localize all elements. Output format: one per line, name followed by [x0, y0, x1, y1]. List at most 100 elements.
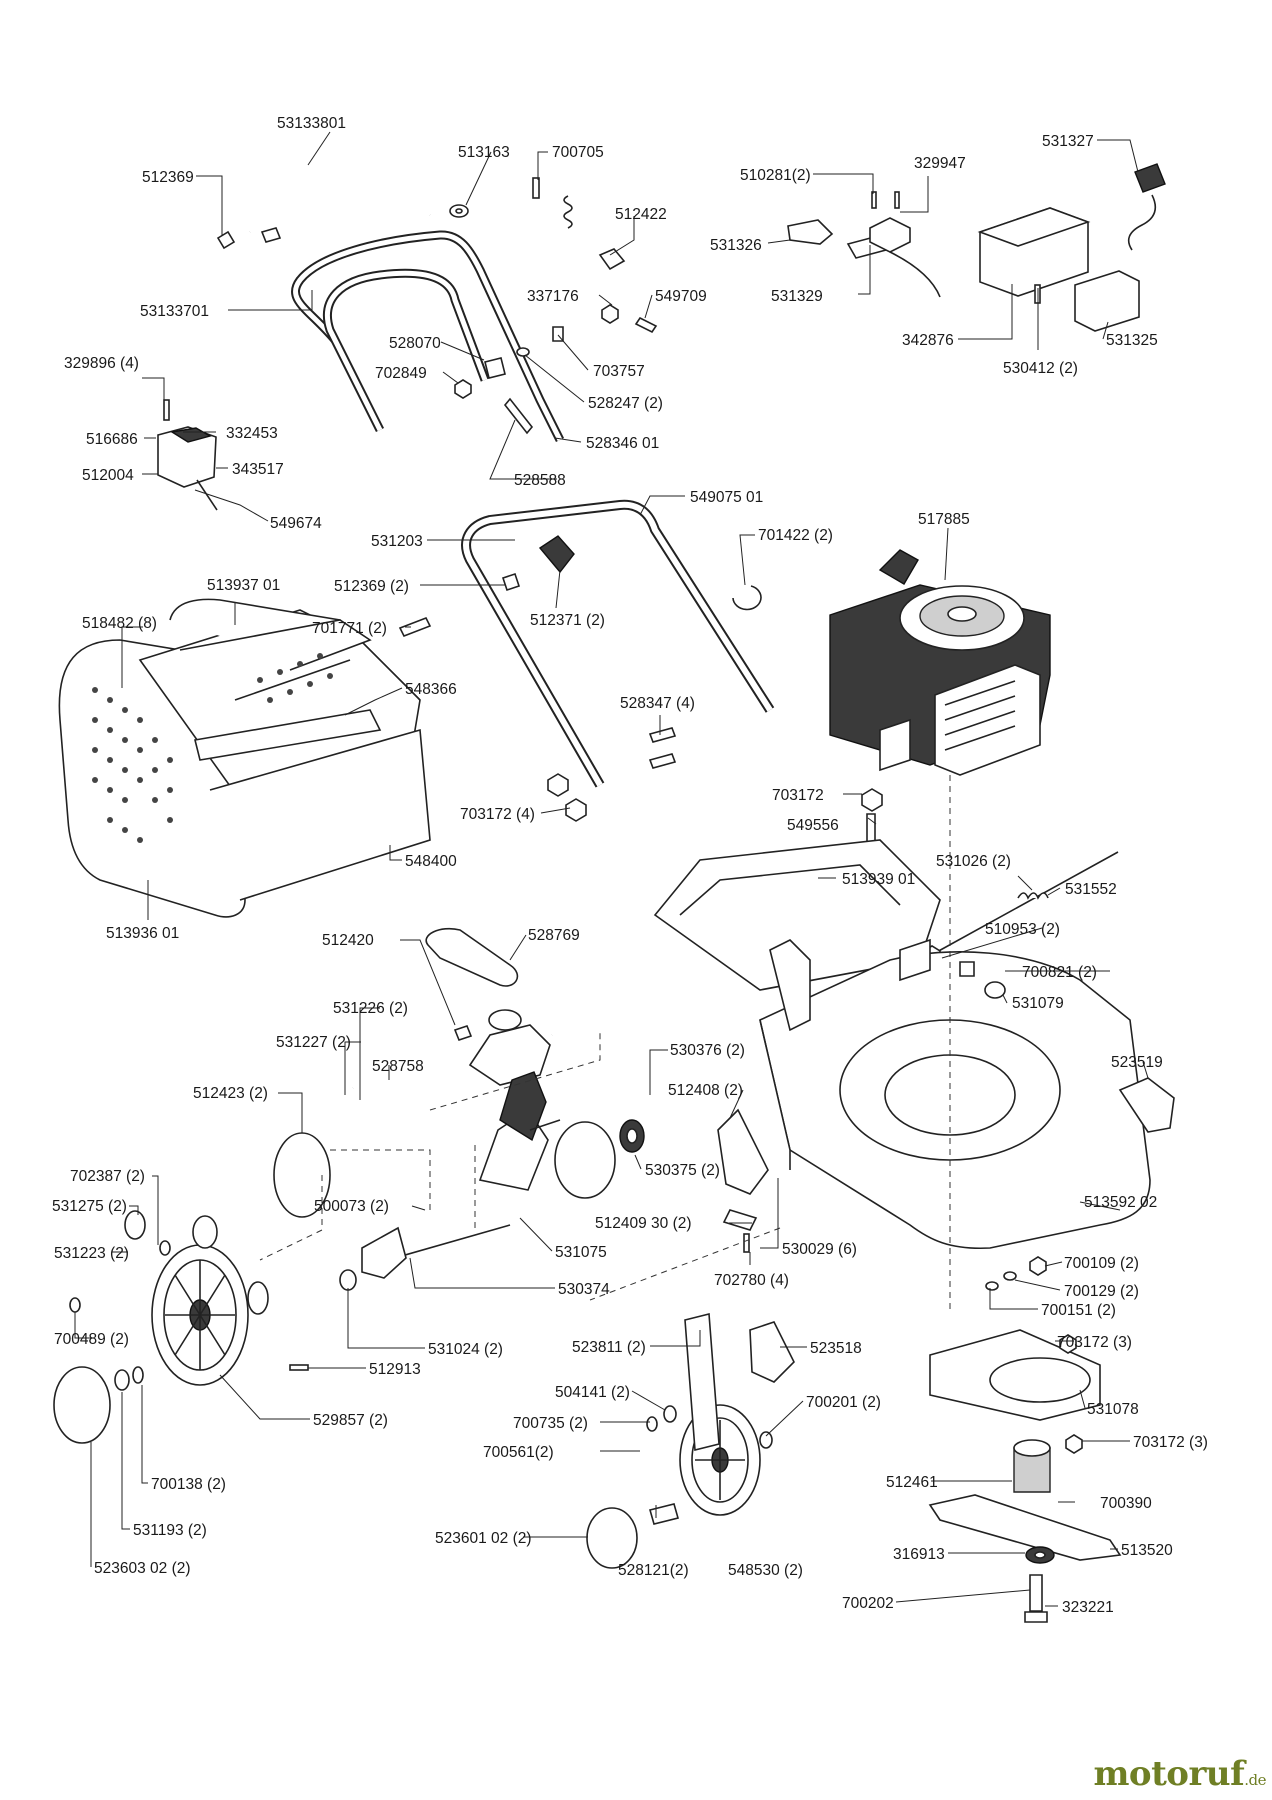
part-label: 512004: [82, 467, 134, 484]
part-label: 531024 (2): [428, 1341, 503, 1358]
bolt-drawing-6: [959, 961, 975, 977]
part-label: 700129 (2): [1064, 1283, 1139, 1300]
washer-drawing-7: [759, 1431, 773, 1449]
part-label: 337176: [527, 288, 579, 305]
part-label: 512913: [369, 1361, 421, 1378]
part-label: 531079: [1012, 995, 1064, 1012]
part-label: 329896 (4): [64, 355, 139, 372]
part-label: 512422: [615, 206, 667, 223]
part-label: 703172 (3): [1133, 1434, 1208, 1451]
part-label: 700202: [842, 1595, 894, 1612]
part-label: 329947: [914, 155, 966, 172]
part-label: 531275 (2): [52, 1198, 127, 1215]
part-label: 512371 (2): [530, 612, 605, 629]
main-handle-drawing: [291, 230, 565, 443]
bushing-drawing: [159, 1240, 171, 1256]
part-label: 700489 (2): [54, 1331, 129, 1348]
bracket-drawing-2: [1118, 1077, 1175, 1133]
washer-drawing-6: [646, 1416, 658, 1432]
switch-box-drawing: [157, 399, 218, 511]
part-label: 316913: [893, 1546, 945, 1563]
parts-drawings: [53, 151, 1175, 1623]
blade-drawing: [928, 1494, 1122, 1561]
part-label: 700735 (2): [513, 1415, 588, 1432]
part-label: 700151 (2): [1041, 1302, 1116, 1319]
part-label: 700201 (2): [806, 1394, 881, 1411]
part-label: 523601 02 (2): [435, 1530, 532, 1547]
part-label: 528121(2): [618, 1562, 689, 1579]
rear-bracket-drawing: [684, 1312, 720, 1452]
part-label: 703172 (3): [1057, 1334, 1132, 1351]
part-label: 513939 01: [842, 871, 915, 888]
part-label: 512420: [322, 932, 374, 949]
part-label: 700109 (2): [1064, 1255, 1139, 1272]
part-label: 702780 (4): [714, 1272, 789, 1289]
part-label: 343517: [232, 461, 284, 478]
part-label: 513163: [458, 144, 510, 161]
blade-adapter-top: [1013, 1439, 1051, 1457]
engine-drawing: [829, 549, 1051, 776]
part-label: 528758: [372, 1058, 424, 1075]
part-label: 513592 02: [1084, 1194, 1157, 1211]
part-label: 531327: [1042, 133, 1094, 150]
belt-drawing: [425, 927, 519, 987]
axle-bolt-drawing: [649, 1503, 679, 1525]
part-label: 703757: [593, 363, 645, 380]
blade-washer-hole: [1034, 1551, 1046, 1559]
part-label: 523518: [810, 1340, 862, 1357]
part-label: 530412 (2): [1003, 360, 1078, 377]
drive-disc-drawing: [554, 1121, 616, 1199]
watermark-tld: .de: [1244, 1771, 1266, 1789]
assembly-line-6: [330, 1149, 431, 1210]
part-label: 700390: [1100, 1495, 1152, 1512]
bolt-drawing: [634, 316, 658, 334]
part-label: 549556: [787, 817, 839, 834]
part-label: 512409 30 (2): [595, 1215, 692, 1232]
gearbox-drawing: [352, 1009, 553, 1090]
washer-drawing-3: [69, 1297, 81, 1313]
part-label: 548530 (2): [728, 1562, 803, 1579]
part-label: 531227 (2): [276, 1034, 351, 1051]
part-label: 531223 (2): [54, 1245, 129, 1262]
part-label: 548400: [405, 853, 457, 870]
part-label: 702849: [375, 365, 427, 382]
part-label: 549075 01: [690, 489, 763, 506]
part-label: 342876: [902, 332, 954, 349]
leader-lines: [74, 131, 1149, 1607]
nut-drawing-7: [1029, 1256, 1047, 1276]
rear-flap-inner: [679, 864, 901, 916]
part-label: 53133701: [140, 303, 209, 320]
blade-guard-hub: [989, 1357, 1091, 1403]
drive-gear-hub: [626, 1128, 638, 1144]
washer-drawing-8: [1003, 1271, 1017, 1281]
part-label: 523519: [1111, 1054, 1163, 1071]
lower-handle-drawing: [461, 499, 775, 788]
part-label: 528347 (4): [620, 695, 695, 712]
rear-axle-drawing: [934, 851, 1119, 954]
part-label: 530375 (2): [645, 1162, 720, 1179]
part-label: 504141 (2): [555, 1384, 630, 1401]
spring-drawing: [1017, 892, 1049, 900]
rear-hubcap-drawing: [586, 1507, 638, 1569]
part-label: 529857 (2): [313, 1412, 388, 1429]
part-label: 510953 (2): [985, 921, 1060, 938]
part-label: 513936 01: [106, 925, 179, 942]
clip-ring-drawing: [732, 585, 762, 611]
part-label: 700821 (2): [1022, 964, 1097, 981]
nut-drawing-4: [565, 798, 587, 822]
watermark-logo: motoruf.de: [1093, 1754, 1266, 1794]
part-label: 500073 (2): [314, 1198, 389, 1215]
part-label: 549709: [655, 288, 707, 305]
part-label: 323221: [1062, 1599, 1114, 1616]
bolt-drawing-5: [648, 753, 677, 769]
clip-drawing-2: [260, 227, 282, 243]
knob-drawing: [538, 535, 575, 574]
part-label: 703172 (4): [460, 806, 535, 823]
part-label: 523603 02 (2): [94, 1560, 191, 1577]
nut-drawing: [601, 304, 619, 324]
part-label: 531026 (2): [936, 853, 1011, 870]
part-label: 701422 (2): [758, 527, 833, 544]
assembly-line-2: [589, 1227, 781, 1301]
part-label: 512369 (2): [334, 578, 409, 595]
